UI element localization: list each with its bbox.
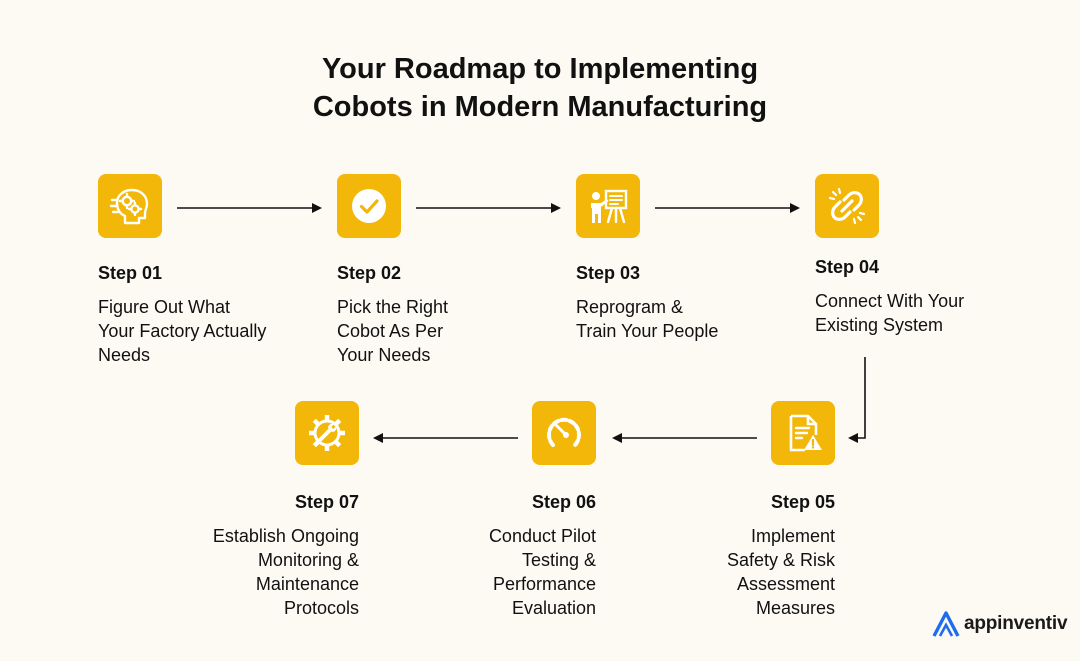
brain-gears-icon: [109, 188, 149, 225]
step-02-description: Pick the Right Cobot As Per Your Needs: [337, 297, 449, 365]
step-02-icon-box: [337, 174, 401, 238]
step-05-description: Implement Safety & Risk Assessment Measu…: [726, 526, 835, 618]
step-05-icon-box: [771, 401, 835, 465]
gear-wrench-icon: [309, 415, 345, 451]
document-warning-icon: [789, 414, 822, 452]
logo-text: appinventiv: [964, 613, 1068, 634]
step-04-description: Connect With Your Existing System: [815, 291, 965, 335]
step-01-icon-box: [98, 174, 162, 238]
step-01-description: Figure Out What Your Factory Actually Ne…: [98, 297, 267, 365]
arrow-4-5: [848, 357, 866, 443]
page-title: Your Roadmap to Implementing Cobots in M…: [0, 50, 1080, 126]
appinventiv-logo-icon: [932, 611, 960, 637]
step-05-label: Step 05: [770, 492, 835, 512]
step-06-description: Conduct Pilot Testing & Performance Eval…: [488, 526, 596, 618]
chain-link-icon: [828, 187, 866, 225]
step-07-label: Step 07: [294, 492, 359, 512]
step-04-icon-box: [815, 174, 879, 238]
step-06-icon-box: [532, 401, 596, 465]
step-07-icon-box: [295, 401, 359, 465]
step-03-description: Reprogram & Train Your People: [576, 297, 719, 341]
check-circle-icon: [352, 189, 386, 223]
title-line-1: Your Roadmap to Implementing: [321, 53, 759, 85]
brand-logo: appinventiv: [932, 611, 1068, 637]
step-02-label: Step 02: [337, 263, 402, 283]
step-01-label: Step 01: [98, 263, 163, 283]
title-line-2: Cobots in Modern Manufacturing: [312, 91, 768, 123]
speedometer-icon: [547, 417, 581, 447]
presentation-trainer-icon: [591, 189, 628, 224]
step-03-icon-box: [576, 174, 640, 238]
step-03-label: Step 03: [576, 263, 641, 283]
step-06-label: Step 06: [531, 492, 596, 512]
step-07-description: Establish Ongoing Monitoring & Maintenan…: [212, 526, 359, 618]
step-04-label: Step 04: [815, 257, 880, 277]
